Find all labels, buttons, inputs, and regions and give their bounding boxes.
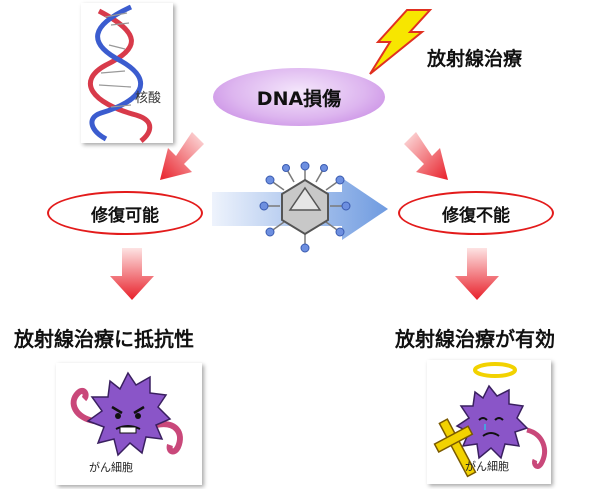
- dna-damage-label: DNA損傷: [256, 87, 342, 110]
- arrow-down-left-icon: [160, 132, 204, 180]
- repairable-node: 修復可能: [47, 191, 203, 235]
- right-cancer-cell-label: がん細胞: [465, 460, 509, 473]
- lightning-icon: [369, 9, 433, 75]
- dna-illustration-card: 核酸: [81, 3, 173, 143]
- dna-helix-icon: [87, 4, 153, 143]
- arrow-down-left-result-icon: [110, 248, 154, 300]
- effective-cancer-cell-card: がん細胞: [427, 360, 551, 484]
- nucleic-acid-label: 核酸: [135, 91, 162, 106]
- unrepairable-node: 修復不能: [398, 191, 554, 235]
- dying-cancer-cell-icon: [433, 362, 547, 478]
- arrow-down-right-icon: [404, 132, 448, 180]
- arrow-down-right-result-icon: [455, 248, 499, 300]
- resistant-cancer-cell-card: がん細胞: [56, 363, 202, 485]
- angry-cancer-cell-icon: [70, 371, 183, 457]
- molecule-icon: [259, 161, 351, 253]
- left-cancer-cell-label: がん細胞: [89, 461, 133, 474]
- repairable-label: 修復可能: [91, 205, 159, 226]
- resistant-result-label: 放射線治療に抵抗性: [14, 327, 194, 351]
- unrepairable-label: 修復不能: [442, 205, 510, 226]
- effective-result-label: 放射線治療が有効: [395, 327, 555, 351]
- dna-damage-node: DNA損傷: [213, 68, 385, 126]
- radiation-therapy-label: 放射線治療: [427, 48, 523, 70]
